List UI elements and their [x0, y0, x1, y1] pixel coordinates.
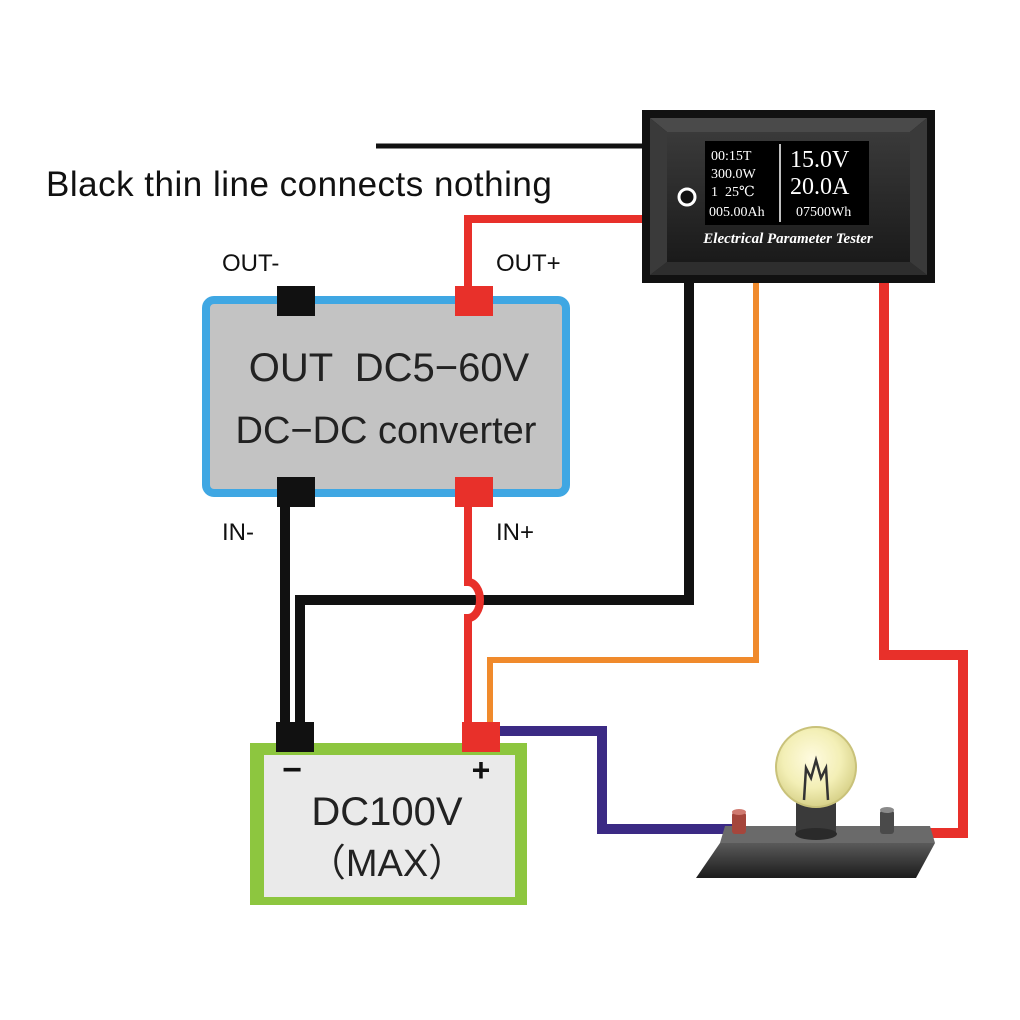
dc-dc-converter: OUT DC5−60V DC−DC converter: [202, 286, 570, 507]
light-bulb-icon: [775, 726, 857, 808]
black-wire-meter-to-battery-minus: [295, 282, 694, 738]
battery-minus-terminal: [276, 722, 314, 752]
note-text: Black thin line connects nothing: [46, 165, 552, 204]
reading-time: 00:15T: [711, 149, 752, 164]
battery-plus-sign: +: [472, 752, 491, 788]
out-minus-label: OUT-: [222, 250, 279, 277]
reading-capacity: 005.00Ah: [709, 205, 765, 220]
electrical-parameter-tester: 00:15T 300.0W 1 25℃ 005.00Ah 15.0V 20.0A…: [642, 110, 935, 283]
reading-current: 20.0A: [790, 174, 850, 200]
red-wire-meter-to-lamp: [879, 282, 968, 838]
red-wire-meter-to-out-plus: [464, 215, 644, 292]
bulb-filament: [802, 755, 830, 801]
reading-power: 300.0W: [711, 167, 757, 182]
battery-plus-terminal: [462, 722, 500, 752]
in-minus-label: IN-: [222, 519, 254, 546]
in-plus-terminal: [455, 477, 493, 507]
out-plus-label: OUT+: [496, 250, 561, 277]
reading-energy: 07500Wh: [796, 205, 851, 220]
battery-voltage-label: DC100V: [311, 790, 463, 834]
battery-max-label: （MAX）: [308, 843, 466, 885]
converter-title: DC−DC converter: [236, 410, 537, 452]
lamp-left-terminal: [732, 812, 746, 834]
meter-title: Electrical Parameter Tester: [702, 231, 873, 247]
lamp-right-terminal: [880, 810, 894, 834]
in-plus-label: IN+: [496, 519, 534, 546]
meter-button[interactable]: [677, 187, 697, 207]
reading-voltage: 15.0V: [790, 147, 850, 173]
red-wire-in-plus-to-battery: [464, 505, 484, 738]
purple-wire-battery-to-lamp: [490, 726, 738, 834]
converter-output-label: OUT DC5−60V: [249, 346, 530, 390]
lamp-load: [696, 726, 935, 878]
battery-minus-sign: −: [282, 751, 302, 789]
in-minus-terminal: [277, 477, 315, 507]
out-minus-terminal: [277, 286, 315, 316]
out-plus-terminal: [455, 286, 493, 316]
orange-wire-meter-to-battery-plus: [487, 282, 759, 738]
meter-screen: [705, 141, 869, 225]
dc-power-source: − + DC100V （MAX）: [250, 722, 527, 905]
reading-channel-temp: 1 25℃: [711, 185, 755, 200]
